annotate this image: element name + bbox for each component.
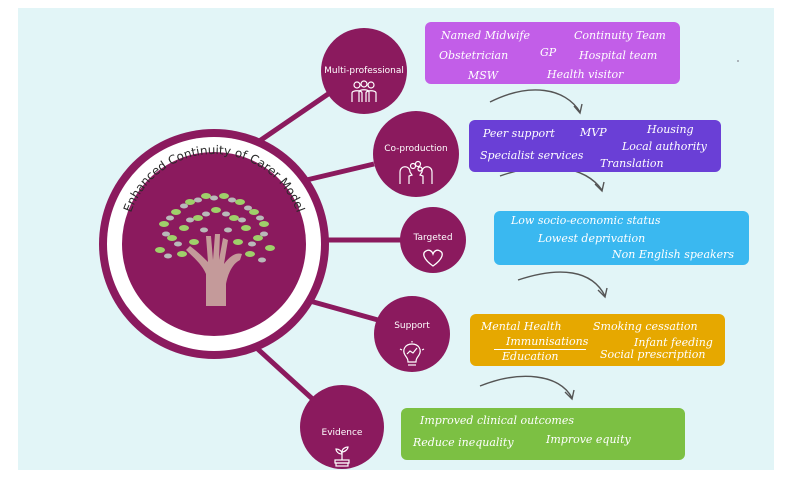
node-label-targeted: Targeted: [413, 233, 453, 243]
item-local-authority: Local authority: [622, 140, 707, 153]
item-specialist-services: Specialist services: [480, 149, 584, 162]
item-lowest-deprivation: Lowest deprivation: [538, 232, 646, 245]
node-label-co-production: Co-production: [384, 144, 448, 154]
tree-hand-icon: [155, 193, 275, 306]
item-gp: GP: [540, 46, 557, 59]
immunisations-underline: [494, 349, 586, 350]
item-non-english-speakers: Non English speakers: [612, 248, 735, 261]
flow-arrow-4: [479, 375, 573, 399]
item-infant-feeding: Infant feeding: [634, 336, 713, 349]
item-education: Education: [502, 350, 559, 363]
seedling-coins-icon: [334, 446, 350, 467]
node-label-multi-professional: Multi-professional: [324, 66, 404, 76]
box-targeted: [494, 211, 749, 265]
node-multi-professional: [321, 28, 407, 114]
item-reduce-inequality: Reduce inequality: [413, 436, 514, 449]
flow-arrow-3: [517, 271, 606, 297]
box-evidence: [401, 408, 685, 460]
connector-evidence: [248, 340, 320, 406]
item-msw: MSW: [468, 69, 499, 82]
item-improved-clinical-outcomes: Improved clinical outcomes: [420, 414, 574, 427]
lightbulb-chart-icon: [399, 341, 425, 366]
item-mvp: MVP: [580, 126, 607, 139]
item-improve-equity: Improve equity: [546, 433, 631, 446]
item-housing: Housing: [647, 123, 694, 136]
connector-co-production: [297, 161, 375, 185]
item-health-visitor: Health visitor: [547, 68, 624, 81]
box-co-production: [469, 120, 721, 172]
item-obstetrician: Obstetrician: [439, 49, 509, 62]
heart-outline-icon: [423, 249, 443, 267]
item-named-midwife: Named Midwife: [441, 29, 530, 42]
item-translation: Translation: [600, 157, 664, 170]
two-heads-gears-icon: [399, 160, 433, 184]
node-co-production: [373, 111, 459, 197]
stray-dot: [737, 60, 739, 62]
box-multi-professional: [425, 22, 680, 84]
item-peer-support: Peer support: [483, 127, 555, 140]
flow-arrow-1: [489, 89, 581, 113]
node-label-evidence: Evidence: [321, 428, 363, 438]
node-targeted: [400, 207, 466, 273]
model-circle: Enhanced Continuity of Carer Model: [99, 129, 329, 359]
item-immunisations: Immunisations: [506, 335, 589, 348]
item-social-prescription: Social prescription: [600, 348, 706, 361]
node-label-support: Support: [394, 321, 430, 331]
people-group-icon: [351, 80, 377, 102]
item-mental-health: Mental Health: [481, 320, 562, 333]
item-smoking-cessation: Smoking cessation: [593, 320, 698, 333]
box-support: [470, 314, 725, 366]
item-continuity-team: Continuity Team: [574, 29, 666, 42]
connector-multi-professional: [256, 87, 336, 145]
item-low-socio-economic: Low socio-economic status: [511, 214, 661, 227]
node-support: [374, 296, 450, 372]
item-hospital-team: Hospital team: [579, 49, 658, 62]
node-evidence: [300, 385, 384, 469]
